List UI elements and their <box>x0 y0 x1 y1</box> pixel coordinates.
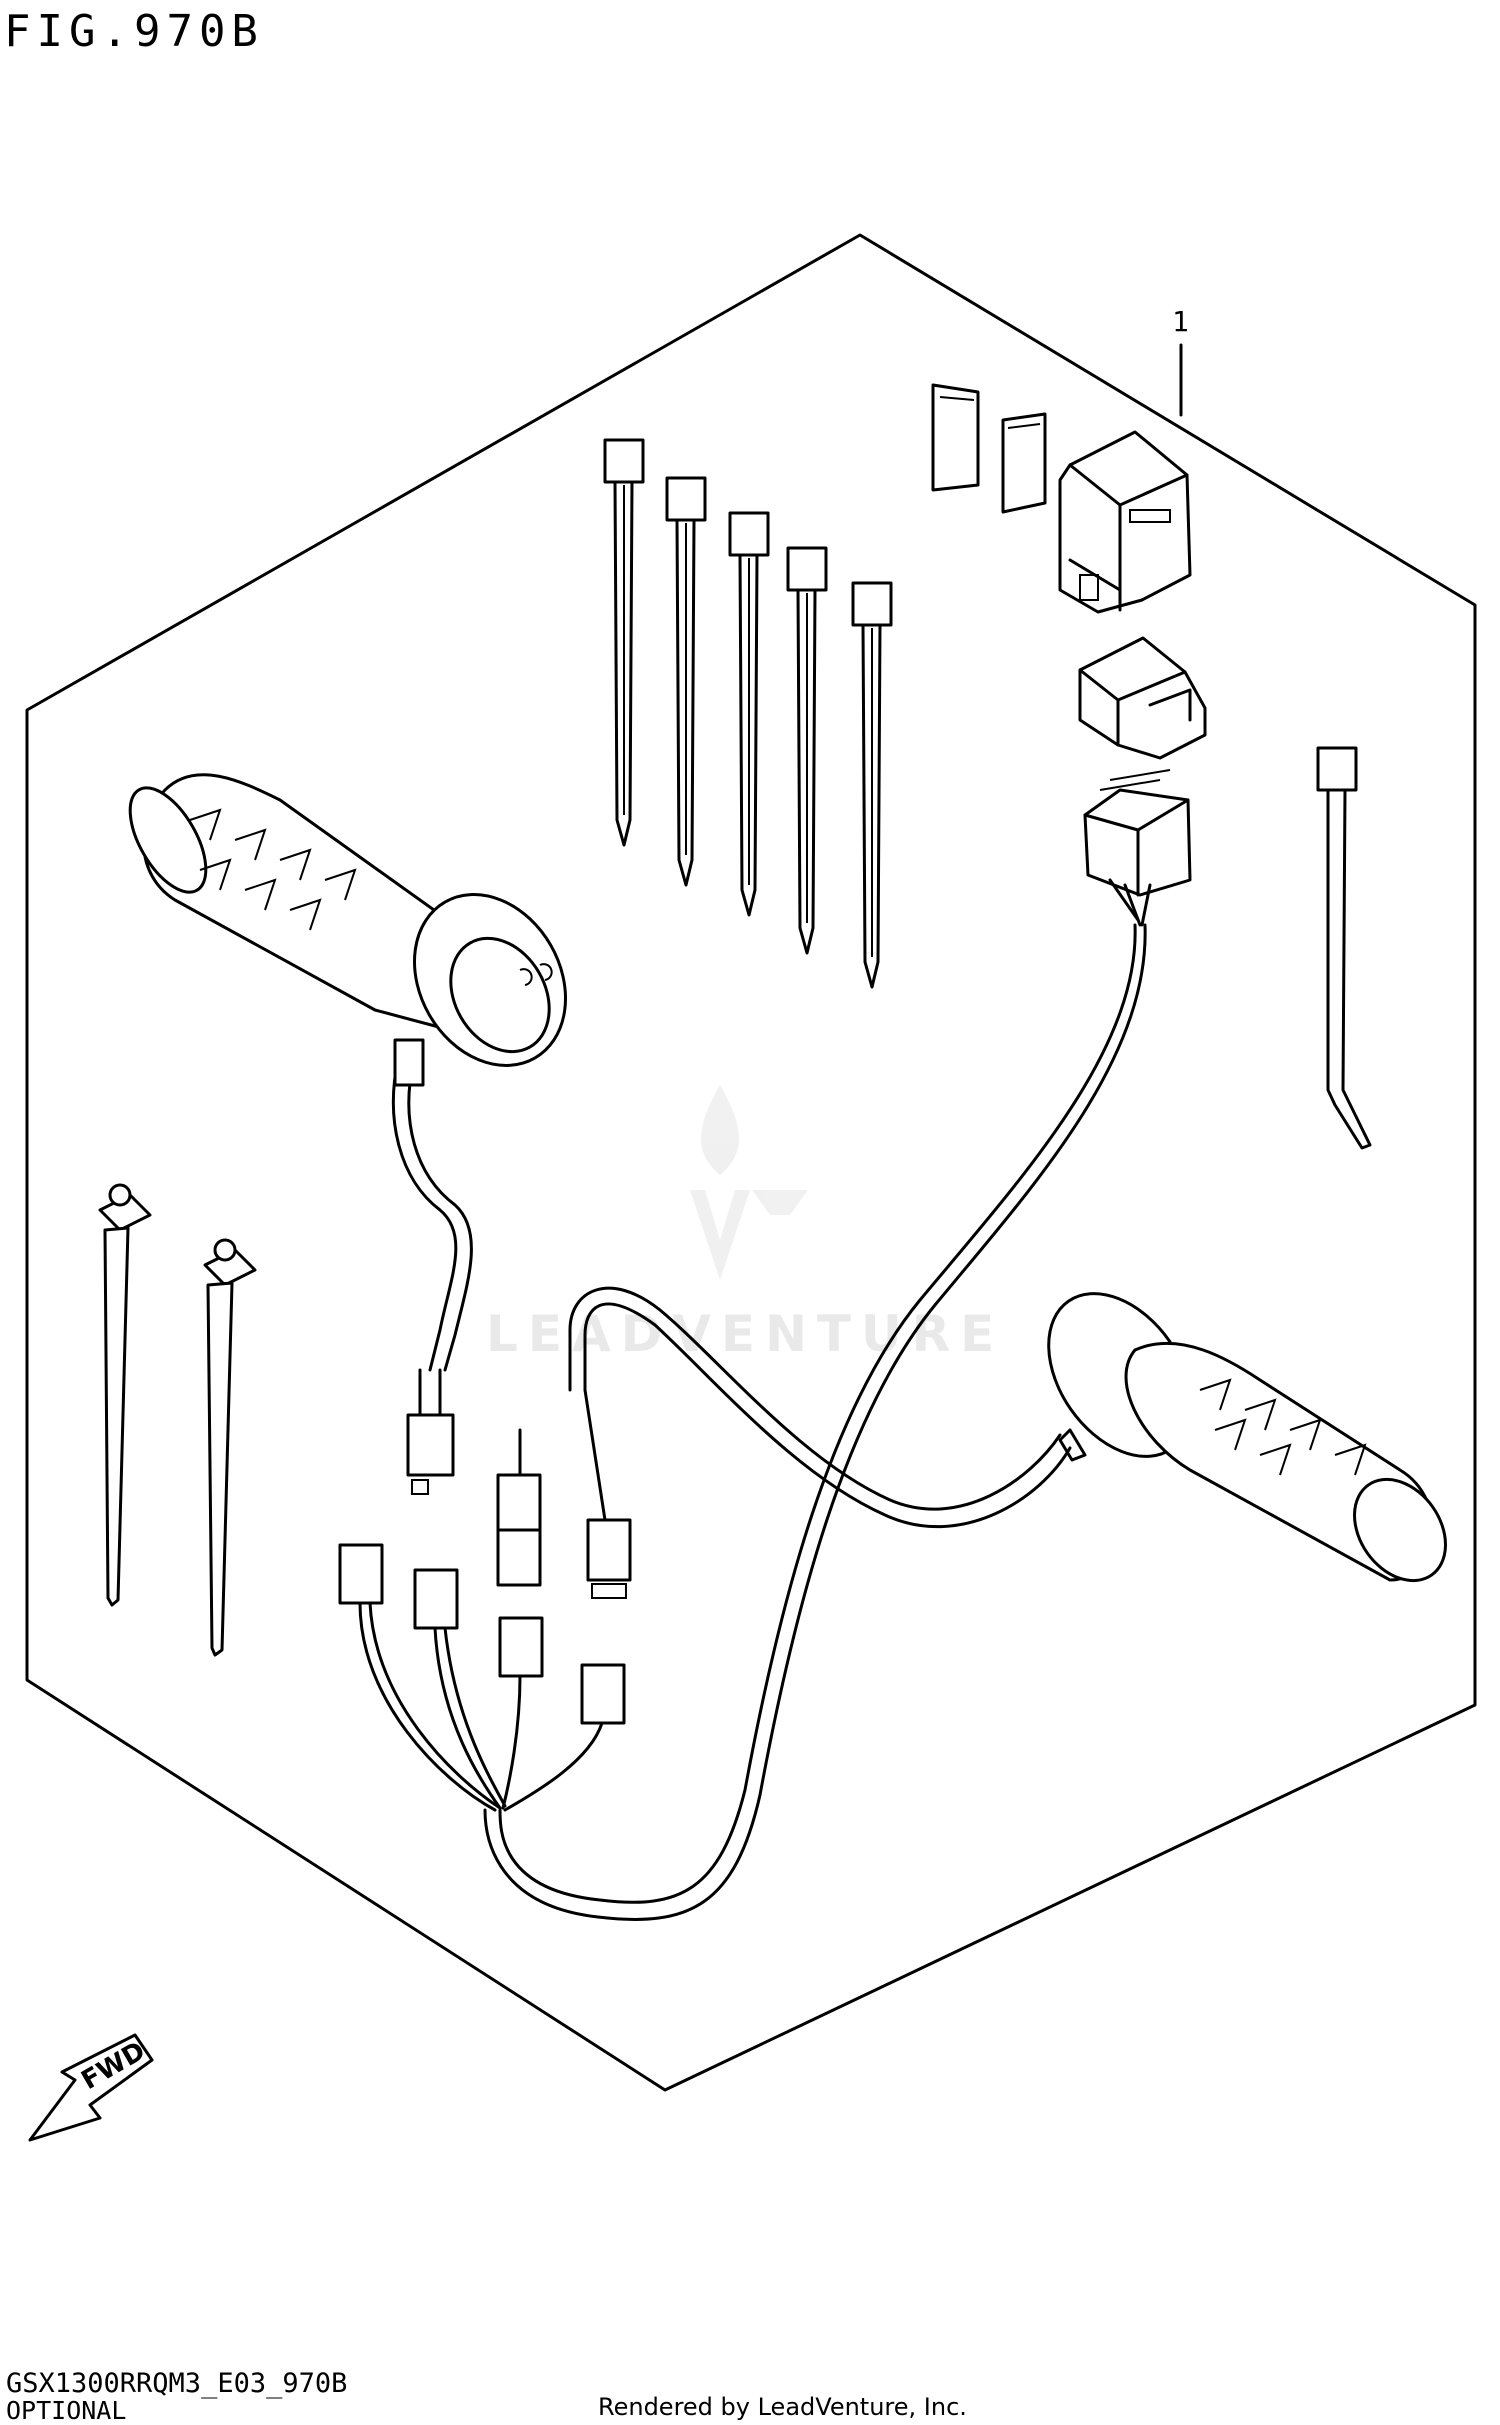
harness-connector-a <box>496 1428 542 1587</box>
part-callout-1: 1 <box>1172 305 1189 338</box>
clip-cable-tie-left <box>98 1183 152 1607</box>
section-label: OPTIONAL <box>6 2396 127 2425</box>
harness-connector-c <box>338 1543 626 1725</box>
grip-connector-left <box>406 1368 455 1495</box>
left-heated-grip <box>128 773 567 1087</box>
harness-connector-b <box>583 1388 632 1599</box>
coupler-housing <box>1078 636 1207 760</box>
main-harness-cable <box>498 923 1137 1904</box>
fwd-direction-arrow <box>28 2033 154 2142</box>
left-grip-cable <box>391 1058 458 1372</box>
figure-title: FIG.970B <box>4 6 264 57</box>
cable-tie-right <box>1316 746 1372 1150</box>
clip-cable-tie-center <box>203 1238 257 1657</box>
adhesive-pad-right <box>1001 412 1047 514</box>
main-harness-connector <box>1083 769 1192 927</box>
watermark-logo <box>690 1085 808 1280</box>
rendered-by-credit: Rendered by LeadVenture, Inc. <box>598 2393 967 2421</box>
model-code: GSX1300RRQM3_E03_970B <box>6 2368 348 2399</box>
right-heated-grip <box>1047 1292 1447 1583</box>
relay-unit <box>1058 430 1192 614</box>
right-grip-cable <box>568 1286 1062 1511</box>
kit-boundary <box>25 233 1477 2092</box>
cable-tie-set-upper <box>603 438 893 989</box>
branch-wires <box>358 1601 604 1812</box>
adhesive-pad-left <box>931 383 980 492</box>
